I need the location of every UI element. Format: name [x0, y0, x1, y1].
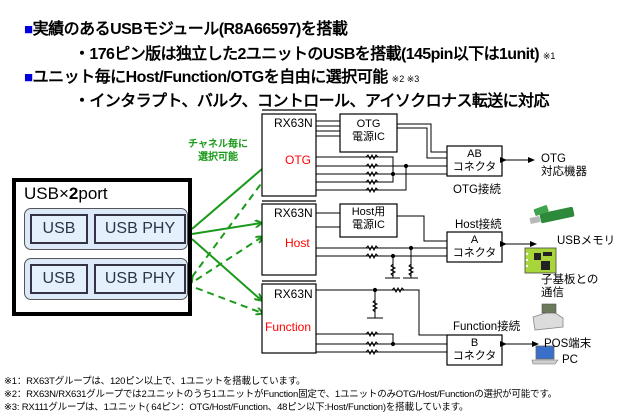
connector-a: A コネクタ [447, 234, 502, 260]
chip-label-function: RX63N [274, 287, 313, 301]
otg-device-line-1: OTG [541, 153, 566, 165]
signal-wires [316, 120, 447, 353]
channel-label-line-1: チャネル毎に [188, 139, 248, 150]
child-board-icon [524, 247, 557, 274]
connector-ab-line-1: AB [467, 148, 482, 160]
usb-title-suffix: port [78, 184, 108, 203]
connector-b-line-1: B [470, 337, 479, 349]
otg-connection-label: OTG接続 [453, 184, 501, 196]
connector-a-line-1: A [470, 234, 479, 246]
power-ic-host-box [339, 203, 398, 238]
subpoint-1-text: ・176ピン版は独立した2ユニットのUSBを搭載(145pin以下は1unit) [74, 46, 540, 63]
arrow-to-host [191, 223, 261, 235]
mode-label-host: Host [285, 236, 310, 250]
bullet-square-icon: ■ [24, 21, 33, 38]
chip-box-host [261, 203, 317, 276]
usb-2port-block: USB×2port USB USB PHY USB USB PHY [12, 178, 192, 316]
usb-controller-cell: USB [30, 264, 88, 294]
function-connection-label: Function接続 [453, 321, 521, 333]
otg-device-label: OTG 対応機器 [541, 153, 587, 179]
footnote-2: ※2：RX63N/RX631グループでは2ユニットのうち1ユニットがFuncti… [4, 389, 557, 400]
usb-memory-icon [529, 205, 575, 224]
arrow-to-otg [191, 163, 269, 230]
connector-ab-line-2: コネクタ [452, 161, 497, 173]
host-connection-label: Host接続 [455, 219, 502, 231]
power-ic-host: Host用 電源IC [340, 206, 397, 232]
connector-b: B コネクタ [447, 337, 502, 363]
power-ic-otg-box [339, 113, 398, 153]
heading-2-text: ユニット毎にHost/Function/OTGを自由に選択可能 [32, 69, 389, 86]
heading-1-text: 実績のあるUSBモジュール(R8A66597)を搭載 [32, 21, 348, 38]
footnote-ref-2-3: ※2 ※3 [391, 74, 420, 84]
mode-label-otg: OTG [285, 153, 311, 167]
mode-label-function: Function [265, 320, 312, 334]
usb-title-prefix: USB× [24, 184, 69, 203]
heading-1: ■実績のあるUSBモジュール(R8A66597)を搭載 [24, 15, 348, 39]
footnote-3: ※3: RX111グループは、1ユニット( 64ピン：OTG/Host/Func… [4, 402, 469, 413]
connector-b-box [446, 334, 503, 366]
usb-phy-cell: USB PHY [94, 264, 186, 294]
connector-a-box [446, 231, 503, 263]
chip-label-otg: RX63N [274, 116, 313, 130]
resistor-icons [365, 153, 415, 356]
usb-title-count: 2 [68, 184, 79, 203]
pc-label: PC [562, 354, 578, 366]
channel-label-line-2: 選択可能 [198, 152, 238, 163]
dashed-arrow-host [195, 237, 262, 281]
heading-2: ■ユニット毎にHost/Function/OTGを自由に選択可能 ※2 ※3 [24, 63, 419, 87]
otg-device-line-2: 対応機器 [541, 166, 587, 178]
chip-label-host: RX63N [274, 206, 313, 220]
subpoint-2: ・インタラプト、バルク、コントロール、アイソクロナス転送に対応 [74, 93, 549, 110]
power-ic-otg-line-1: OTG [356, 118, 381, 130]
selection-arrows [192, 163, 269, 313]
child-board-label: 子基板との 通信 [541, 274, 598, 300]
bullet-square-icon: ■ [24, 69, 33, 86]
power-ic-otg-line-2: 電源IC [352, 131, 385, 143]
footnote-1: ※1：RX63Tグループは、120ピン以上で、1ユニットを搭載しています。 [4, 376, 306, 387]
usb-block-title: USB×2port [24, 184, 108, 204]
power-ic-host-line-2: 電源IC [352, 219, 385, 231]
usb-port-2: USB USB PHY [24, 258, 188, 300]
connector-ab-box [446, 145, 503, 177]
channel-select-label: チャネル毎に 選択可能 [183, 138, 253, 164]
usb-memory-label: USBメモリ [557, 235, 616, 247]
dashed-arrow-otg [192, 173, 269, 277]
connector-ab: AB コネクタ [447, 148, 502, 174]
power-ic-host-line-1: Host用 [351, 206, 386, 218]
footnote-ref-1: ※1 [542, 51, 556, 61]
connector-a-line-2: コネクタ [452, 247, 497, 259]
pos-terminal-icon [532, 303, 564, 331]
pc-icon [531, 345, 559, 365]
usb-port-1: USB USB PHY [24, 208, 188, 250]
child-board-line-1: 子基板との [541, 274, 599, 286]
child-board-line-2: 通信 [541, 287, 564, 299]
usb-phy-cell: USB PHY [94, 214, 186, 244]
chip-box-otg [261, 113, 317, 197]
usb-controller-cell: USB [30, 214, 88, 244]
chip-box-function [261, 283, 317, 354]
connector-b-line-2: コネクタ [452, 350, 497, 362]
pos-terminal-label: POS端末 [544, 338, 592, 350]
subpoint-1: ・176ピン版は独立した2ユニットのUSBを搭載(145pin以下は1unit)… [74, 40, 555, 64]
power-ic-otg: OTG 電源IC [340, 118, 397, 144]
